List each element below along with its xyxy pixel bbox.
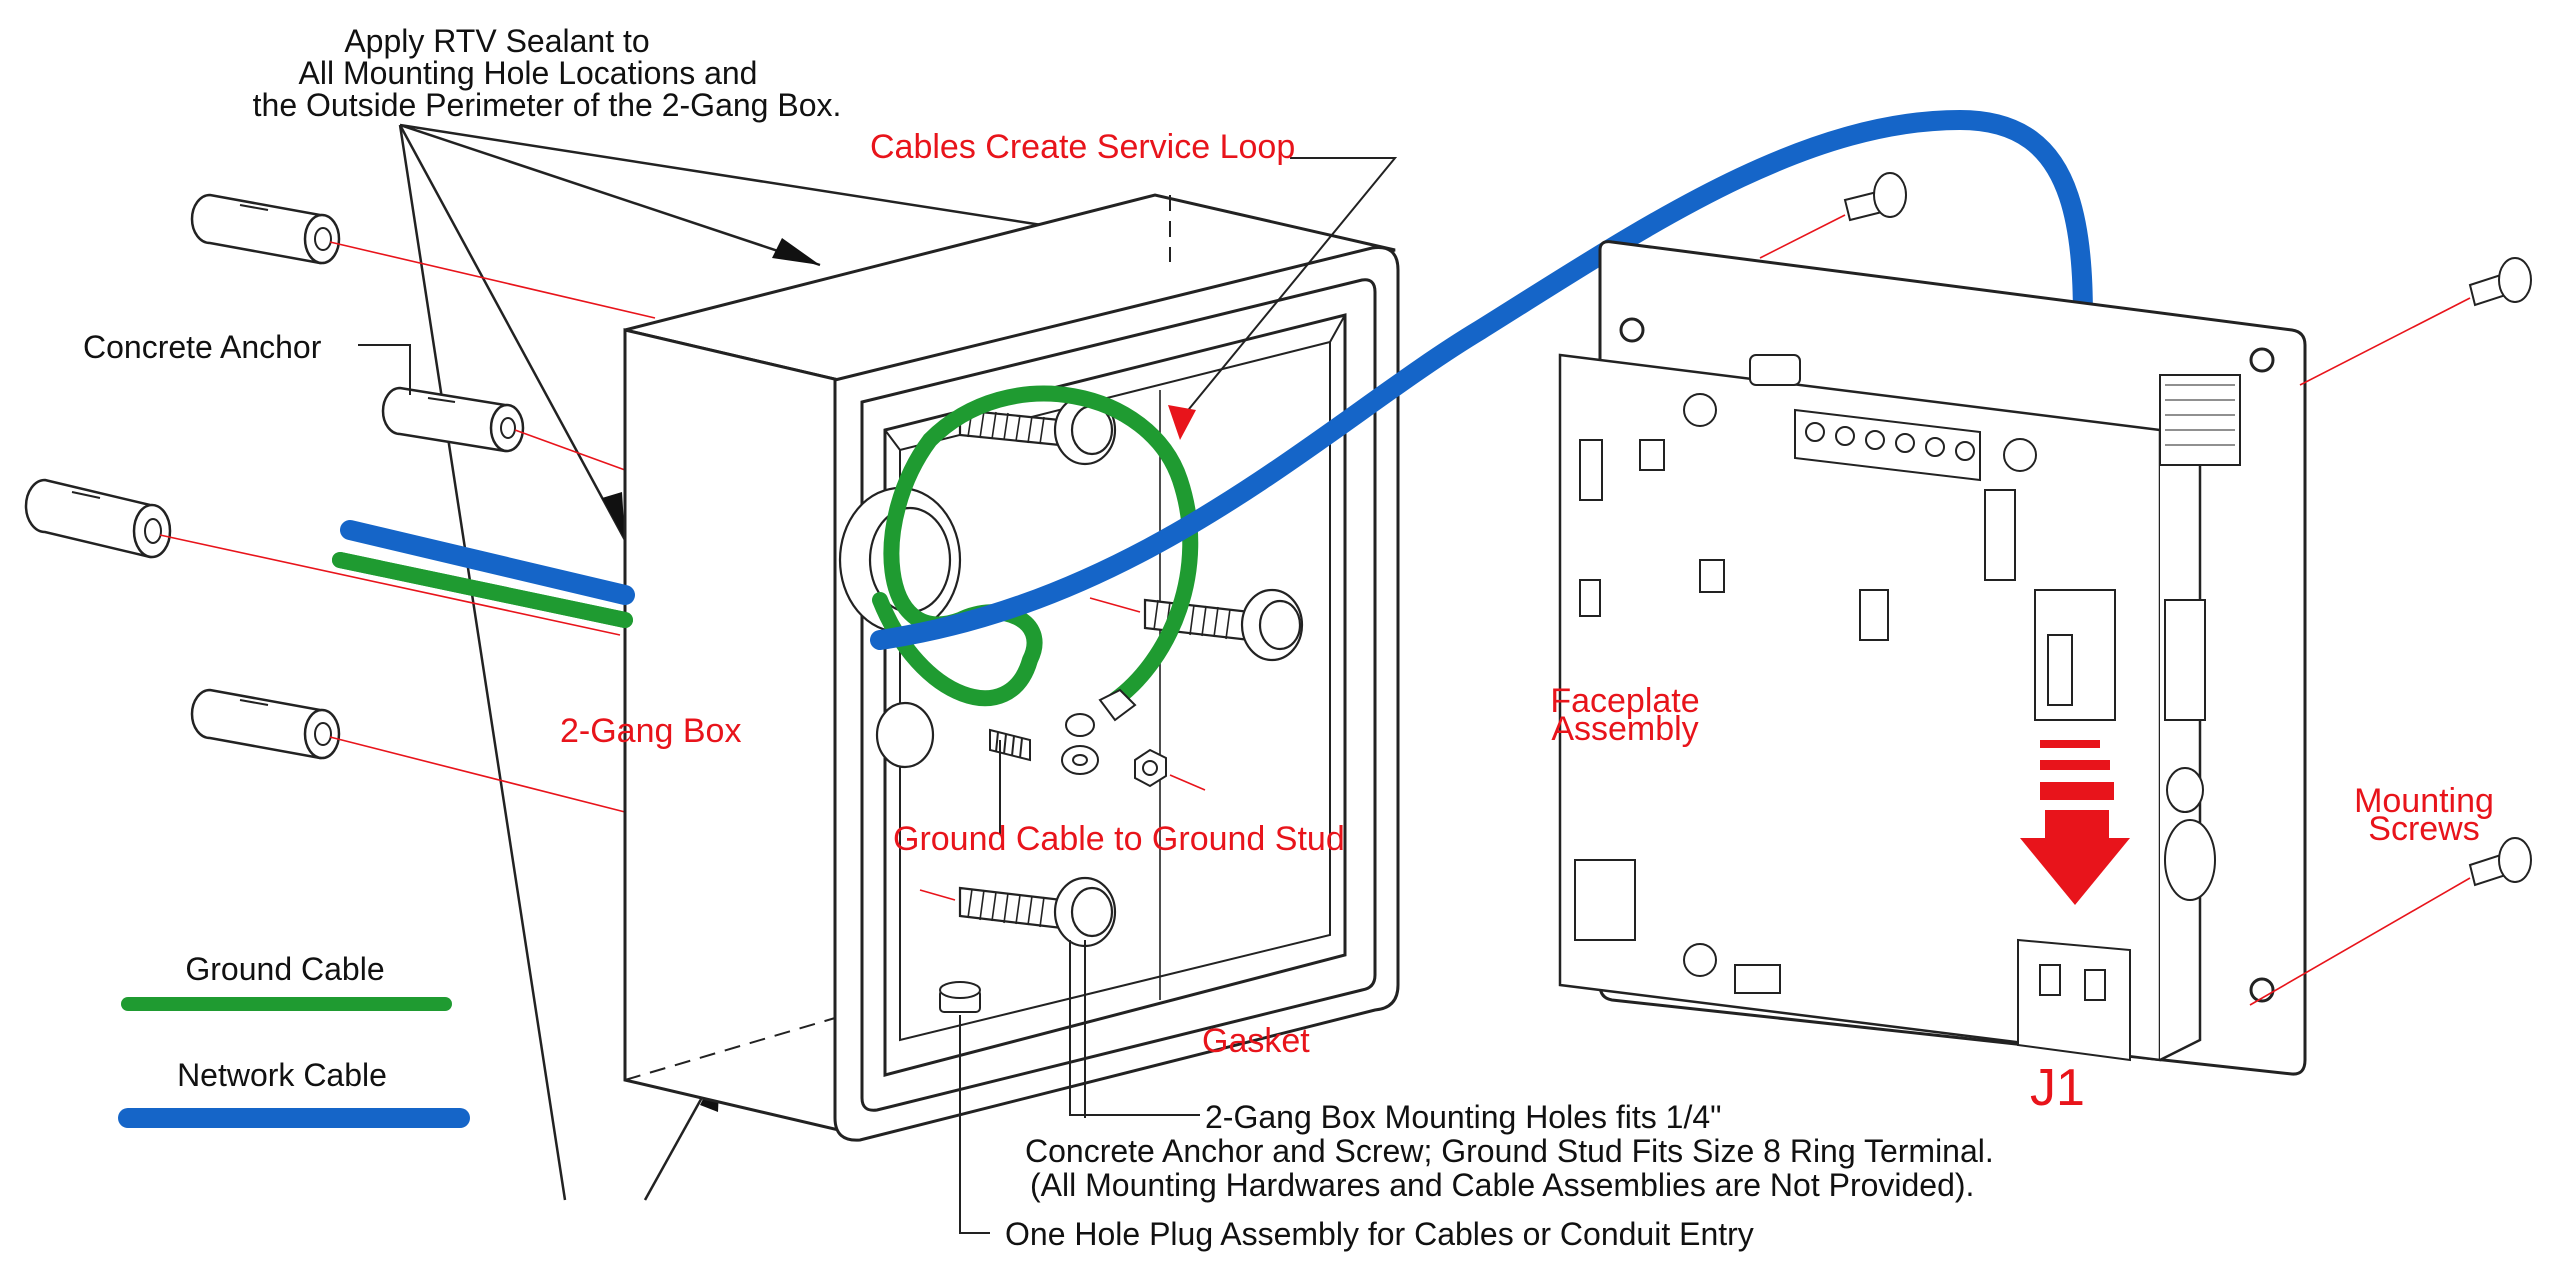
service-loop-leader <box>1168 157 1398 440</box>
mounting-screw-top-left <box>1843 172 1907 222</box>
concrete-anchor-4 <box>190 688 341 760</box>
mounting-screws-label-line-1: Mounting <box>2354 782 2494 820</box>
legend-network-label: Network Cable <box>177 1057 387 1093</box>
service-loop-label: Cables Create Service Loop <box>870 128 1295 166</box>
ground-cable-loop <box>332 385 1199 708</box>
bottom-leaders <box>358 344 1200 1234</box>
box-screw-bottom <box>958 876 1117 948</box>
concrete-anchor-label: Concrete Anchor <box>83 329 322 365</box>
mounting-screw-bottom-right <box>2468 837 2532 887</box>
concrete-anchor-3 <box>24 478 172 559</box>
pcb-components <box>1574 393 2216 1062</box>
mounting-holes-note-2: Concrete Anchor and Screw; Ground Stud F… <box>1025 1133 1994 1169</box>
mounting-screws-label-line-2: Screws <box>2368 810 2479 848</box>
rtv-line-2: All Mounting Hole Locations and <box>299 55 758 91</box>
network-cable <box>340 109 2093 650</box>
rtv-line-1: Apply RTV Sealant to <box>344 23 649 59</box>
insert-arrow <box>2020 740 2130 905</box>
ring-terminal <box>1065 688 1137 737</box>
mounting-holes-note-1: 2-Gang Box Mounting Holes fits 1/4" <box>1205 1099 1722 1135</box>
mounting-holes-note-3: (All Mounting Hardwares and Cable Assemb… <box>1030 1167 1974 1203</box>
mounting-screw-top-right <box>2468 257 2532 307</box>
ground-to-stud-label: Ground Cable to Ground Stud <box>893 820 1345 858</box>
box-screw-top <box>958 394 1117 466</box>
faceplate-label-line-2: Assembly <box>1551 710 1698 748</box>
concrete-anchor-2 <box>381 386 525 453</box>
legend-ground-label: Ground Cable <box>185 951 384 987</box>
box-hidden-edges <box>624 195 1171 1081</box>
faceplate-standoffs <box>1749 354 2241 466</box>
hole-plug-bottom <box>939 981 981 1013</box>
two-gang-box <box>623 193 1400 1142</box>
j1-label: J1 <box>2030 1059 2085 1117</box>
concrete-anchor-1 <box>190 193 341 265</box>
box-interior-leaders <box>919 597 1206 901</box>
gasket-label: Gasket <box>1202 1022 1310 1060</box>
mounting-screw-leaders <box>1759 214 2471 1006</box>
anchor-leader-lines <box>159 241 656 813</box>
faceplate-label-line-1: Faceplate <box>1550 682 1699 720</box>
two-gang-box-label: 2-Gang Box <box>560 712 741 750</box>
legend-swatches <box>118 997 470 1128</box>
rtv-line-3: the Outside Perimeter of the 2-Gang Box. <box>253 87 842 123</box>
hole-plug-label: One Hole Plug Assembly for Cables or Con… <box>1005 1216 1754 1252</box>
